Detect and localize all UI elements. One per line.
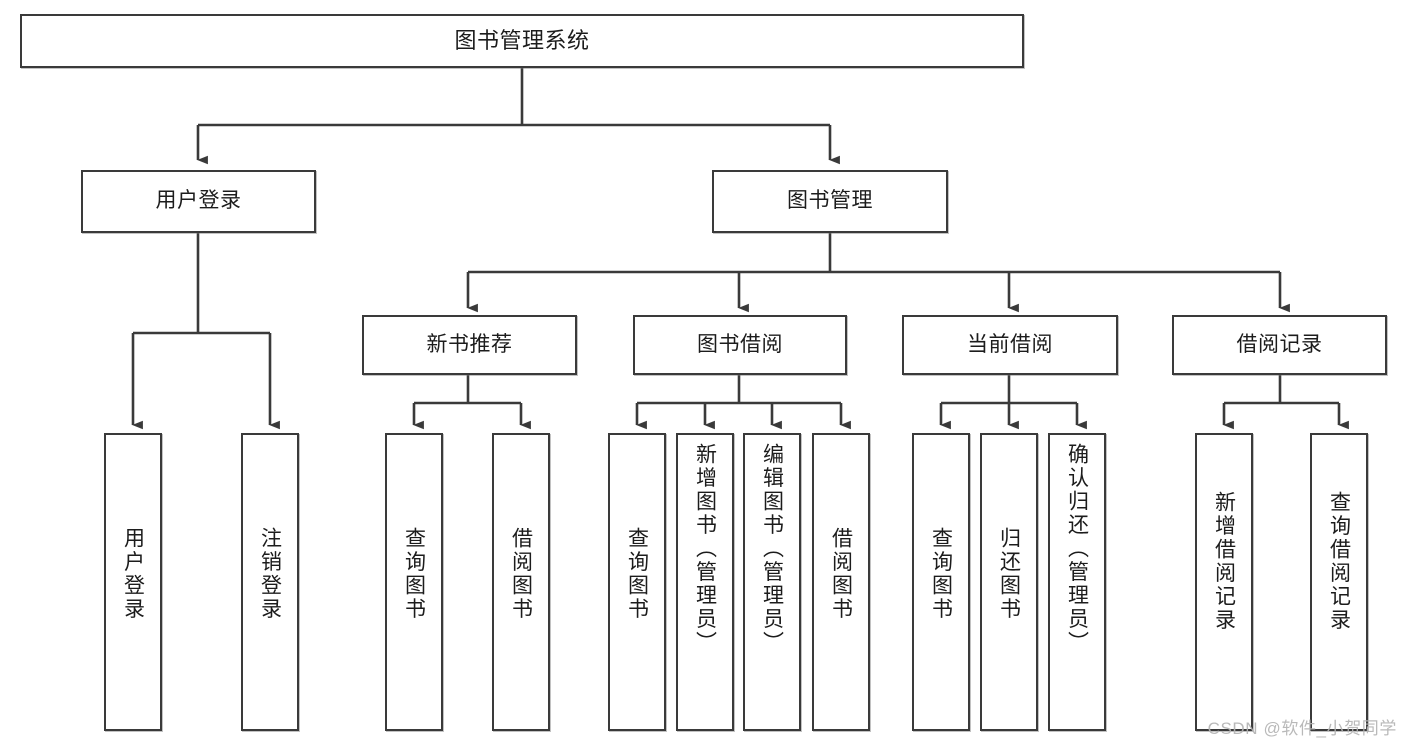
leaf-user-logout-label: 注销登录 xyxy=(258,527,282,621)
leaf-current-return-book[interactable]: 归还图书 xyxy=(980,433,1038,731)
node-root-system-label: 图书管理系统 xyxy=(454,27,590,53)
leaf-record-add-record-label: 新增借阅记录 xyxy=(1212,491,1236,632)
leaf-current-return-book-label: 归还图书 xyxy=(997,527,1021,621)
leaf-borrow-search-book-label: 查询图书 xyxy=(625,527,649,621)
leaf-borrow-add-book-admin-label: 新增图书（管理员） xyxy=(693,443,717,655)
node-current-borrow[interactable]: 当前借阅 xyxy=(902,315,1118,375)
leaf-borrow-add-book-admin[interactable]: 新增图书（管理员） xyxy=(676,433,734,731)
node-borrow-record[interactable]: 借阅记录 xyxy=(1172,315,1387,375)
leaf-current-confirm-return-admin[interactable]: 确认归还（管理员） xyxy=(1048,433,1106,731)
leaf-borrow-borrow-book-label: 借阅图书 xyxy=(829,527,853,621)
leaf-recommend-search-book-label: 查询图书 xyxy=(402,527,426,621)
node-book-borrow-label: 图书借阅 xyxy=(697,332,783,356)
leaf-record-search-record[interactable]: 查询借阅记录 xyxy=(1310,433,1368,731)
leaf-current-search-book[interactable]: 查询图书 xyxy=(912,433,970,731)
edges-root-to-level2 xyxy=(196,68,840,165)
leaf-borrow-borrow-book[interactable]: 借阅图书 xyxy=(812,433,870,731)
edges-borrow-to-leaves xyxy=(635,375,851,430)
node-root-system[interactable]: 图书管理系统 xyxy=(20,14,1024,68)
node-book-management[interactable]: 图书管理 xyxy=(712,170,948,233)
node-user-login-label: 用户登录 xyxy=(155,189,242,213)
edges-login-to-leaves xyxy=(131,233,280,430)
node-borrow-record-label: 借阅记录 xyxy=(1236,332,1323,356)
leaf-current-confirm-return-admin-label: 确认归还（管理员） xyxy=(1065,443,1089,655)
leaf-recommend-borrow-book-label: 借阅图书 xyxy=(509,527,533,621)
node-user-login[interactable]: 用户登录 xyxy=(81,170,316,233)
leaf-user-logout[interactable]: 注销登录 xyxy=(241,433,299,731)
leaf-recommend-search-book[interactable]: 查询图书 xyxy=(385,433,443,731)
node-new-book-recommend-label: 新书推荐 xyxy=(426,332,513,356)
leaf-borrow-search-book[interactable]: 查询图书 xyxy=(608,433,666,731)
leaf-borrow-edit-book-admin-label: 编辑图书（管理员） xyxy=(760,443,784,655)
leaf-record-search-record-label: 查询借阅记录 xyxy=(1327,491,1351,632)
leaf-user-login[interactable]: 用户登录 xyxy=(104,433,162,731)
node-new-book-recommend[interactable]: 新书推荐 xyxy=(362,315,577,375)
node-book-management-label: 图书管理 xyxy=(787,189,873,213)
edges-record-to-leaves xyxy=(1222,375,1349,430)
leaf-recommend-borrow-book[interactable]: 借阅图书 xyxy=(492,433,550,731)
edges-current-to-leaves xyxy=(939,375,1087,430)
node-current-borrow-label: 当前借阅 xyxy=(967,332,1053,356)
edges-recommend-to-leaves xyxy=(412,375,531,430)
node-book-borrow[interactable]: 图书借阅 xyxy=(633,315,847,375)
leaf-record-add-record[interactable]: 新增借阅记录 xyxy=(1195,433,1253,731)
leaf-current-search-book-label: 查询图书 xyxy=(929,527,953,621)
leaf-user-login-label: 用户登录 xyxy=(121,527,145,621)
leaf-borrow-edit-book-admin[interactable]: 编辑图书（管理员） xyxy=(743,433,801,731)
edges-bookmgmt-to-level3 xyxy=(466,233,1290,313)
